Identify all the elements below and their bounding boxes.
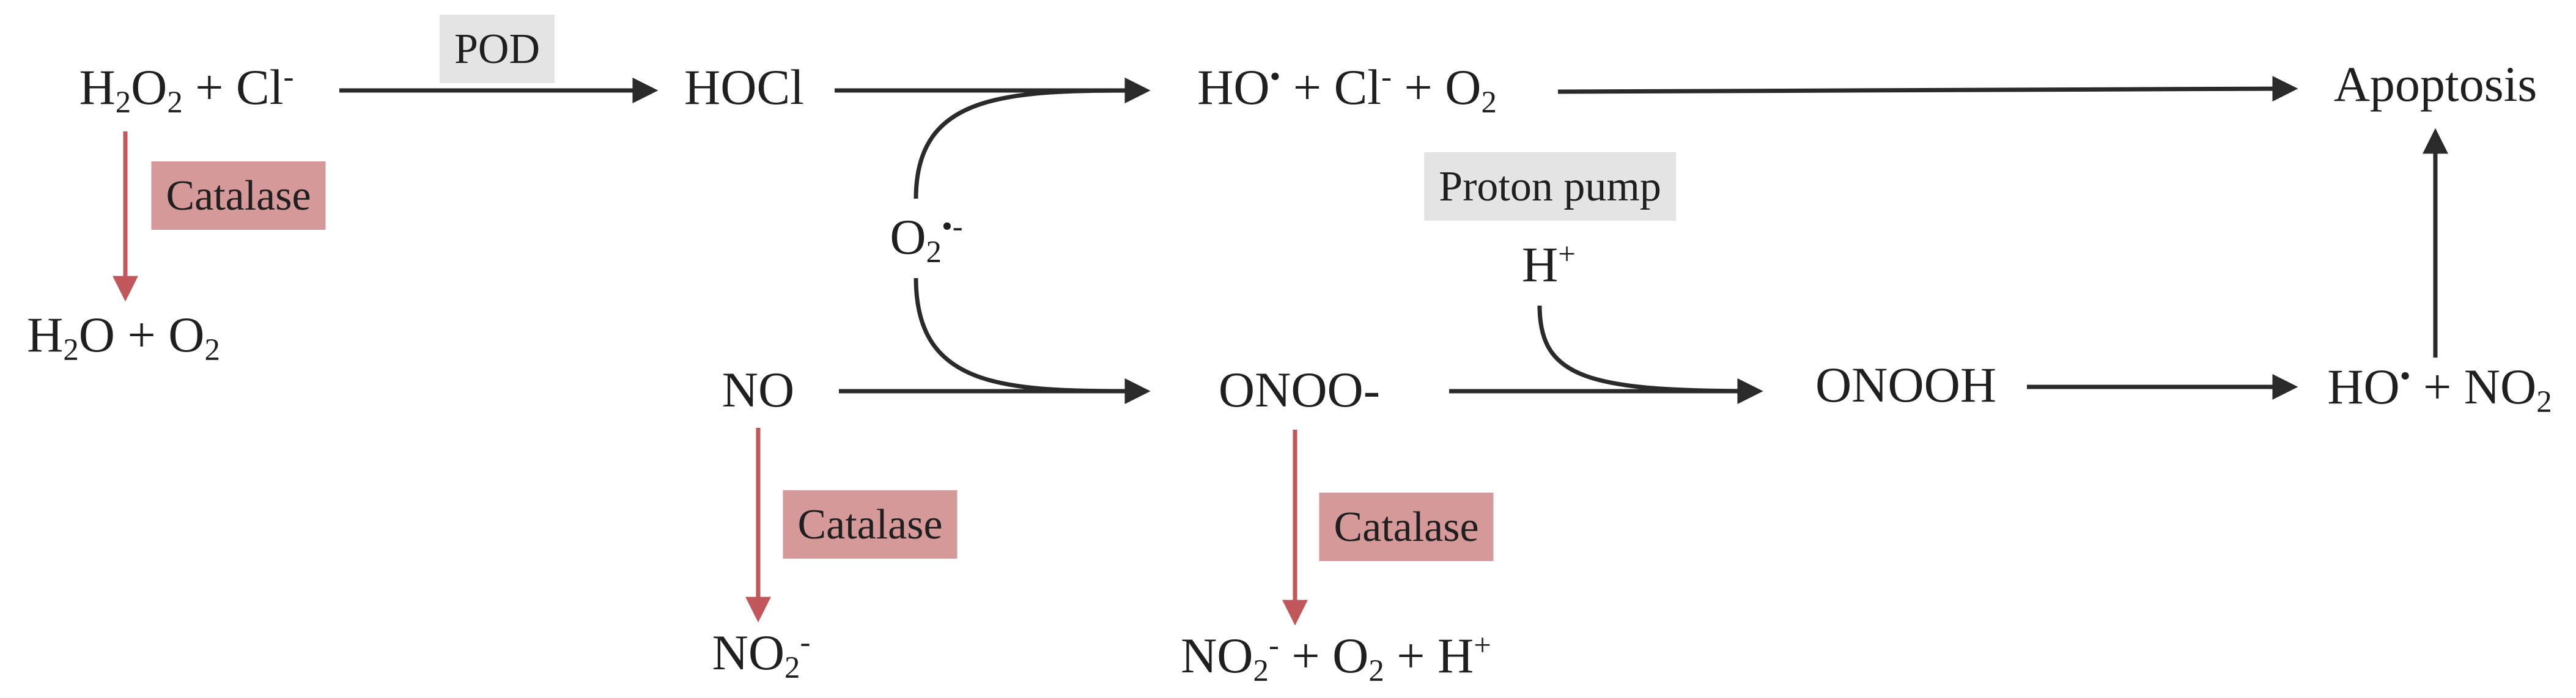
superoxide: O2•- (890, 209, 963, 270)
water-plus-oxygen: H2O + O2 (27, 307, 220, 367)
arrow-proton-to-onooh (1537, 305, 1763, 404)
hocl: HOCl (684, 59, 804, 115)
nitric-oxide: NO (722, 362, 795, 417)
apoptosis: Apoptosis (2333, 56, 2537, 112)
arrow-radicals-to-apoptosis (1557, 76, 2298, 102)
arrow-superoxide-to-hocl-branch (913, 78, 1151, 199)
pod-enzyme-label: POD (439, 15, 555, 83)
nitrite: NO2- (712, 625, 811, 685)
arrow-superoxide-to-no-branch (913, 277, 1151, 404)
hydroxyl-plus-no2: HO• + NO2 (2327, 359, 2552, 419)
peroxynitrous-acid: ONOOH (1815, 357, 1997, 413)
catalase-label-2: Catalase (783, 490, 958, 559)
proton: H+ (1522, 237, 1576, 292)
catalase-label-1: Catalase (151, 161, 326, 230)
hydroxyl-chloride-oxygen: HO• + Cl- + O2 (1197, 59, 1497, 120)
proton-pump-label: Proton pump (1424, 152, 1676, 221)
nitrite-oxygen-proton: NO2- + O2 + H+ (1181, 628, 1491, 688)
peroxynitrite: ONOO- (1218, 362, 1381, 417)
catalase-label-3: Catalase (1319, 493, 1494, 561)
h2o2-plus-chloride: H2O2 + Cl- (79, 59, 294, 120)
